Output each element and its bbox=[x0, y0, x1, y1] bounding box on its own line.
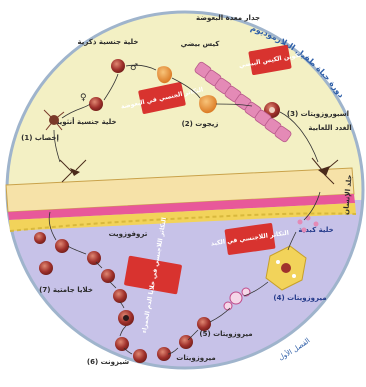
salivary-glands-label: الغدد اللعابية bbox=[308, 124, 351, 132]
ookinete-label: كيس بيضي bbox=[181, 40, 221, 48]
fertilization-label: إخصاب (1) bbox=[21, 134, 59, 142]
trophozoite-label: تروفوزويت bbox=[109, 230, 148, 238]
macrogamete-cell bbox=[89, 97, 103, 111]
merozoites-mid-label: ميروزويتات bbox=[176, 354, 215, 362]
male-symbol: ♂ bbox=[130, 63, 138, 73]
microgamete-label: خلية جنسية ذكرية bbox=[78, 38, 139, 46]
female-symbol: ♀ bbox=[80, 93, 87, 103]
gametocytes-label: خلايا جامتية (7) bbox=[39, 286, 93, 294]
liver-merozoites-label: ميروزويتات (4) bbox=[273, 294, 326, 302]
merozoites-release-label: ميروزويتات (5) bbox=[199, 330, 252, 338]
sporozoites-label: اسبوروزويتات (3) bbox=[287, 110, 349, 118]
schizont-label: شيزونت (6) bbox=[87, 358, 129, 366]
macrogamete-label: خلية جنسية أنثوية bbox=[55, 117, 116, 126]
gut-wall-label: جدار معدة البعوضة bbox=[196, 14, 260, 22]
zygote-label: زيجوت (2) bbox=[182, 120, 219, 128]
microgamete-cell bbox=[111, 59, 125, 73]
